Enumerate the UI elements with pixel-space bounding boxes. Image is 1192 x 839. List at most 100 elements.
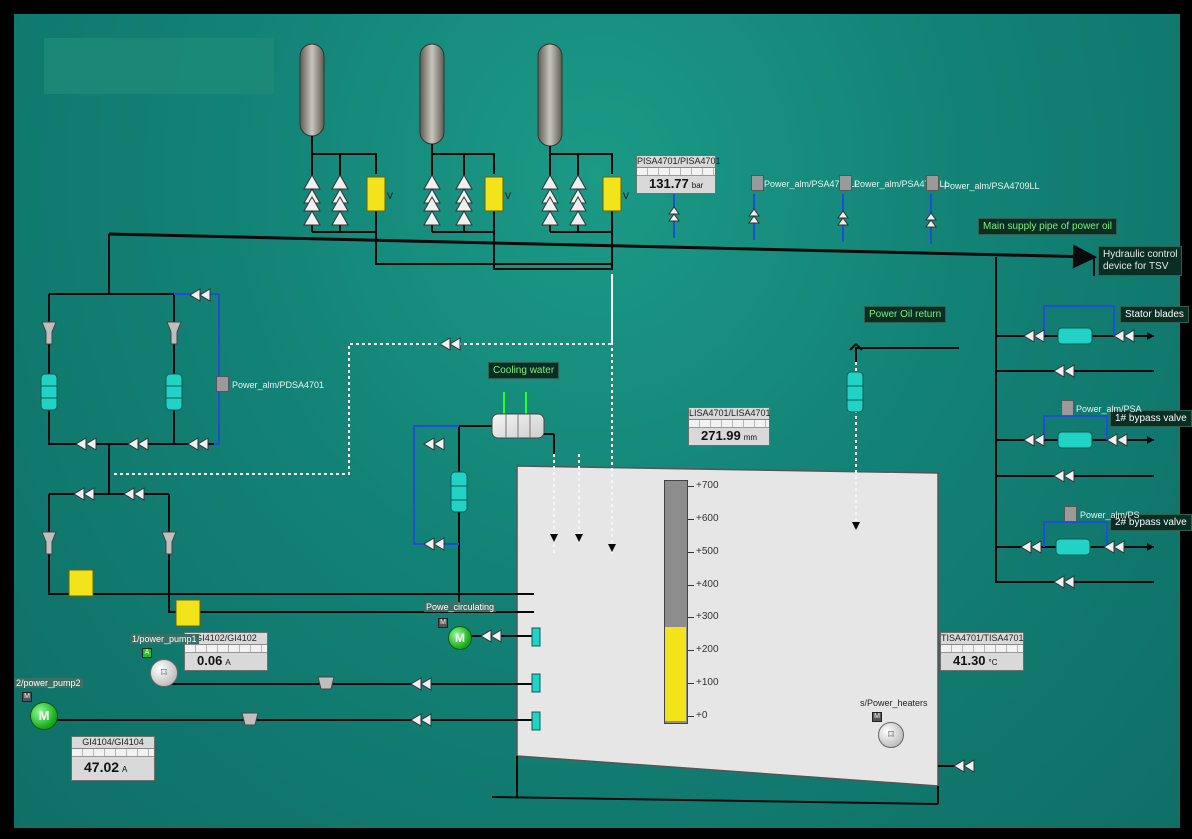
solenoid-valve-icon — [602, 176, 622, 212]
gauge-tick-mark — [688, 551, 694, 553]
accumulator-icon[interactable] — [537, 43, 563, 154]
hmi-screen: V V V — [14, 14, 1192, 828]
lisa-unit: mm — [743, 433, 758, 442]
gi4102-strip — [185, 645, 267, 653]
lisa-title: LISA4701/LISA4701 — [689, 408, 771, 420]
strainer-icon — [166, 321, 182, 345]
piping-diagram: V V V — [40, 43, 1154, 805]
accumulator-icon[interactable] — [419, 43, 445, 154]
solenoid-valve-icon — [68, 569, 94, 597]
pisa-strip — [637, 168, 715, 176]
level-gauge-scale: +700 +600 +500 +400 +300 +200 +100 +0 — [688, 480, 758, 722]
circulating-pump-chip: M — [438, 618, 448, 628]
alarm-label-right-2: Power_alm/PS — [1080, 510, 1140, 520]
valve-icon — [569, 195, 587, 226]
alarm-label-psa4709: Power_alm/PSA4709LL — [944, 181, 1040, 191]
pisa-value: 131.77 — [649, 176, 689, 191]
gi4104-unit: A — [122, 765, 128, 774]
alarm-box[interactable] — [1064, 506, 1077, 522]
cooler-icon[interactable] — [491, 413, 545, 439]
gauge-tick-label: +200 — [696, 644, 719, 656]
check-valve-icon — [241, 712, 259, 726]
strainer-icon — [41, 531, 57, 555]
gauge-tick-mark — [688, 716, 694, 717]
gauge-tick-mark — [688, 650, 694, 652]
filter-icon — [450, 471, 468, 513]
filter-icon — [165, 373, 183, 411]
lisa-strip — [689, 420, 769, 428]
alarm-label-pdsa: Power_alm/PDSA4701 — [232, 380, 325, 390]
gi4102-unit: A — [225, 658, 231, 667]
circulating-pump-motor-icon[interactable]: M — [448, 626, 472, 650]
tisa-unit: °C — [988, 658, 998, 667]
valve-icon — [423, 195, 441, 226]
solenoid-valve-icon — [175, 599, 201, 627]
alarm-label-psa4707: Power_alm/PSA4707LL — [764, 179, 860, 189]
strainer-icon — [41, 321, 57, 345]
main-supply-label: Main supply pipe of power oil — [978, 218, 1117, 235]
hydraulic-control-line1: Hydraulic control — [1103, 249, 1178, 260]
solenoid-valve-icon — [484, 176, 504, 212]
level-gauge: +700 +600 +500 +400 +300 +200 +100 +0 — [664, 480, 760, 724]
valve-icon — [331, 195, 349, 226]
bypass-valve-1-label: 1# bypass valve — [1110, 410, 1192, 427]
alarm-box[interactable] — [926, 175, 939, 191]
gauge-tick-label: +500 — [696, 545, 719, 557]
gauge-tick-mark — [688, 518, 694, 520]
stator-blades-label: Stator blades — [1120, 306, 1189, 323]
gauge-tick-mark — [688, 486, 694, 487]
gauge-tick-label: +0 — [696, 710, 708, 721]
cooling-water-label: Cooling water — [488, 362, 560, 379]
gauge-tick-label: +400 — [696, 578, 719, 590]
pisa-title: PISA4701/PISA4701 — [637, 156, 721, 168]
hydraulic-control-line2: device for TSV — [1103, 261, 1169, 272]
solenoid-valve-icon — [366, 176, 386, 212]
pisa-unit: bar — [691, 181, 704, 190]
gauge-tick-mark — [688, 683, 694, 685]
gauge-tick-label: +100 — [696, 677, 719, 689]
filter-icon — [1057, 327, 1093, 345]
gi4104-value: 47.02 — [84, 759, 120, 775]
pump1-chip: A — [142, 648, 152, 658]
heaters-chip: M — [872, 712, 882, 722]
level-gauge-fill — [665, 626, 686, 721]
pump1-icon[interactable]: ⌑ — [150, 659, 178, 687]
tisa-strip — [941, 645, 1023, 653]
filter-icon — [846, 371, 864, 413]
filter-icon — [1057, 431, 1093, 449]
filter-icon — [1055, 538, 1091, 556]
heater-icon[interactable]: ⌑ — [878, 722, 904, 748]
strainer-icon — [161, 531, 177, 555]
gi4102-value: 0.06 — [197, 653, 223, 668]
bypass-valve-2-label: 2# bypass valve — [1110, 514, 1192, 531]
svg-text:V: V — [623, 191, 629, 201]
tisa-value: 41.30 — [953, 653, 986, 668]
pump1-label: 1/power_pump1 — [130, 634, 199, 644]
hydraulic-control-label: Hydraulic control device for TSV — [1098, 246, 1183, 276]
alarm-box[interactable] — [1061, 400, 1074, 416]
gauge-tick-label: +600 — [696, 512, 719, 524]
gauge-tick-mark — [688, 617, 694, 619]
circulating-pump-label: Powe_circulating — [424, 602, 497, 612]
alarm-box[interactable] — [216, 376, 229, 392]
corner-shade — [44, 38, 274, 94]
filter-icon — [40, 373, 58, 411]
pump2-label: 2/power_pump2 — [14, 678, 83, 688]
gauge-tick-label: +300 — [696, 611, 719, 623]
svg-text:V: V — [387, 191, 393, 201]
heaters-label: s/Power_heaters — [860, 698, 928, 708]
tisa-panel[interactable]: TISA4701/TISA4701 41.30°C — [940, 632, 1024, 671]
valve-icon — [331, 173, 349, 204]
alarm-label-right-1: Power_alm/PSA — [1076, 404, 1142, 414]
alarm-box[interactable] — [751, 175, 764, 191]
svg-text:V: V — [505, 191, 511, 201]
alarm-box[interactable] — [839, 175, 852, 191]
gauge-tick-label: +700 — [696, 480, 719, 491]
gi4102-title: GI4102/GI4102 — [185, 633, 267, 645]
tisa-title: TISA4701/TISA4701 — [941, 633, 1024, 645]
pump2-motor-icon[interactable]: M — [30, 702, 58, 730]
accumulator-icon[interactable] — [299, 43, 325, 154]
